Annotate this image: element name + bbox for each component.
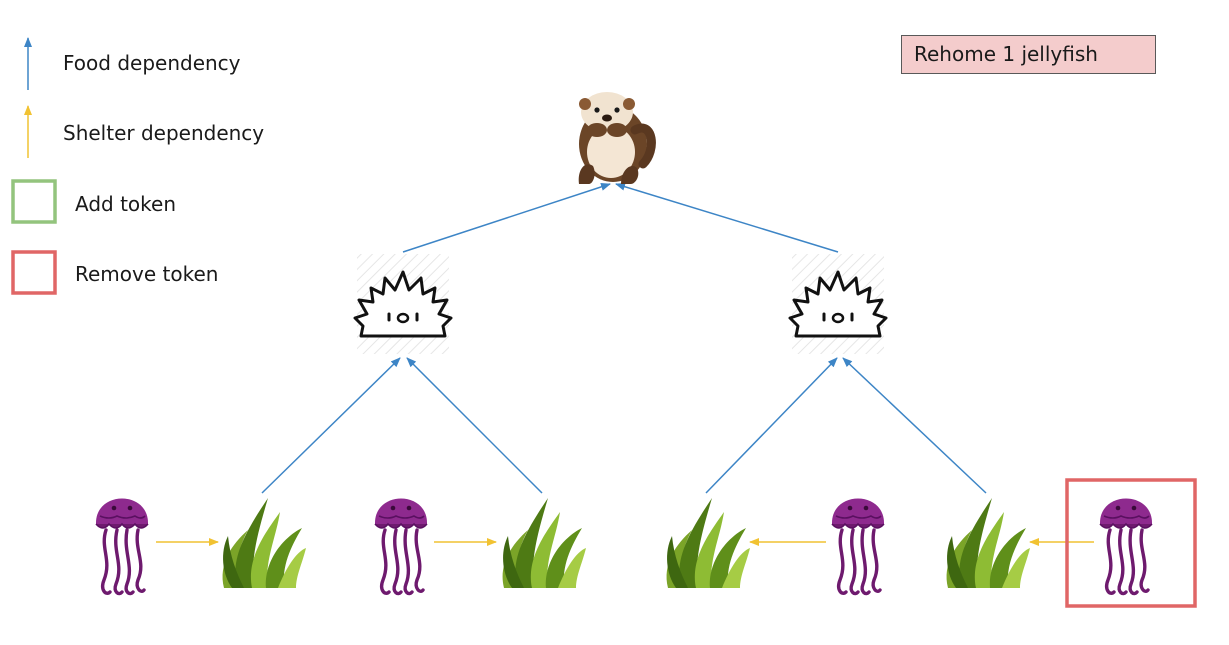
legend-shelter-label: Shelter dependency — [63, 121, 265, 145]
food-edge-kelp-2-to-urchin-left — [406, 357, 543, 494]
legend-add-token-swatch — [11, 179, 57, 224]
legend-add-label: Add token — [75, 192, 177, 216]
jellyfish-icon — [830, 496, 886, 596]
food-edge-urchin-left-to-otter — [402, 183, 611, 253]
sea-urchin-icon — [788, 252, 888, 356]
food-edges — [261, 182, 987, 494]
jellyfish-icon — [1098, 496, 1154, 596]
jellyfish-icon — [94, 496, 150, 596]
food-edge-urchin-right-to-otter — [615, 182, 839, 253]
food-edge-kelp-4-to-urchin-right — [842, 357, 987, 494]
legend-remove-token-swatch — [11, 250, 57, 295]
food-edge-kelp-1-to-urchin-left — [261, 357, 401, 494]
action-label-box: Rehome 1 jellyfish — [901, 35, 1156, 74]
legend-remove-label: Remove token — [75, 262, 219, 286]
remove-token-marker — [1065, 478, 1197, 608]
legend-food-label: Food dependency — [63, 51, 241, 75]
sea-urchin-icon — [353, 252, 453, 356]
kelp-icon — [222, 498, 306, 588]
sea-otter-icon — [579, 92, 652, 184]
jellyfish-icon — [373, 496, 429, 596]
food-edge-kelp-3-to-urchin-right — [705, 357, 838, 494]
kelp-icon — [946, 498, 1030, 588]
kelp-icon — [666, 498, 750, 588]
kelp-icon — [502, 498, 586, 588]
